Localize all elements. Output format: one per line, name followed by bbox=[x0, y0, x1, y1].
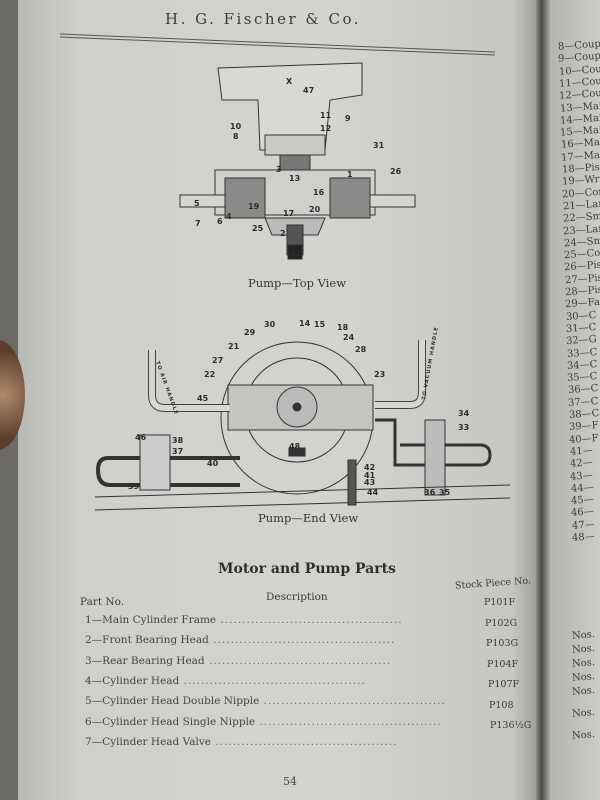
stock-piece-number: P101F bbox=[484, 597, 516, 608]
column-header-description: Description bbox=[266, 591, 328, 603]
callout-number: 40 bbox=[207, 459, 219, 468]
callout-number: 43 bbox=[364, 478, 375, 487]
part-description: 3—Rear Bearing Head bbox=[85, 654, 205, 667]
callout-number: 27 bbox=[212, 356, 223, 365]
callout-number: X bbox=[286, 77, 293, 86]
callout-number: 16 bbox=[313, 188, 325, 197]
callout-number: 1 bbox=[347, 170, 353, 179]
stock-piece-number: P102G bbox=[485, 617, 518, 629]
part-description: 1—Main Cylinder Frame bbox=[85, 614, 217, 626]
callout-number: 22 bbox=[204, 370, 215, 379]
leader-dots: ........................................… bbox=[211, 735, 398, 748]
part-description: 7—Cylinder Head Valve bbox=[85, 735, 211, 748]
stock-piece-number: P103G bbox=[486, 638, 519, 649]
callout-number: 20 bbox=[309, 205, 321, 214]
callout-number: 19 bbox=[248, 202, 260, 211]
parts-list-row: 3—Rear Bearing Head ....................… bbox=[85, 655, 391, 667]
leader-dots: ........................................… bbox=[179, 674, 366, 687]
callout-number: 42 bbox=[364, 463, 375, 472]
callout-number: 38 bbox=[172, 436, 184, 445]
page-header: H. G. Fischer & Co. bbox=[165, 10, 362, 28]
callout-number: 15 bbox=[314, 320, 326, 329]
callout-number: 31 bbox=[373, 141, 385, 150]
callout-number: 14 bbox=[299, 319, 311, 328]
pump-top-view-drawing bbox=[179, 62, 416, 260]
callout-number: 4 bbox=[226, 212, 232, 221]
callout-number: 3 bbox=[276, 165, 282, 174]
callout-number: 46 bbox=[135, 433, 147, 442]
header-rule bbox=[59, 33, 496, 53]
parts-list-row: 6—Cylinder Head Single Nipple ..........… bbox=[85, 716, 442, 728]
callout-number: 29 bbox=[244, 328, 256, 337]
leader-dots: ........................................… bbox=[208, 634, 396, 647]
book-gutter bbox=[536, 0, 550, 800]
callout-number: 11 bbox=[320, 111, 332, 120]
callout-number: 39 bbox=[128, 482, 140, 491]
column-header-part-no: Part No. bbox=[80, 596, 125, 608]
parts-list-title: Motor and Pump Parts bbox=[218, 561, 396, 577]
pump-end-view-drawing bbox=[94, 340, 511, 511]
stock-piece-number: P136½G bbox=[490, 720, 532, 731]
callout-number: 7 bbox=[195, 219, 201, 228]
callout-number: 30 bbox=[264, 320, 276, 329]
parts-list-row: 4—Cylinder Head ........................… bbox=[85, 675, 366, 687]
callout-number: 24 bbox=[343, 333, 355, 342]
parts-list-row: 1—Main Cylinder Frame ..................… bbox=[85, 614, 403, 626]
leader-dots: ........................................… bbox=[204, 654, 392, 667]
callout-number: 21 bbox=[228, 342, 240, 351]
callout-number: 12 bbox=[320, 124, 331, 133]
callout-number: 9 bbox=[345, 114, 351, 123]
callout-number: 34 bbox=[458, 409, 470, 418]
parts-list-row: 7—Cylinder Head Valve ..................… bbox=[85, 736, 398, 748]
parts-list-row: 5—Cylinder Head Double Nipple ..........… bbox=[85, 695, 446, 707]
callout-number: 23 bbox=[374, 370, 385, 379]
leader-dots: ........................................… bbox=[259, 695, 446, 708]
callout-number: 33 bbox=[458, 423, 469, 432]
callout-number: 32 bbox=[290, 249, 301, 258]
callout-number: 18 bbox=[337, 323, 349, 332]
callout-number: 37 bbox=[172, 447, 183, 456]
callout-number: 25 bbox=[252, 224, 264, 233]
end-view-caption: Pump—End View bbox=[258, 511, 358, 525]
parts-list-row: 2—Front Bearing Head ...................… bbox=[85, 634, 395, 646]
header-rule bbox=[59, 36, 496, 56]
stock-piece-number: P108 bbox=[489, 699, 514, 711]
callout-number: 10 bbox=[230, 122, 242, 131]
callout-number: 8 bbox=[233, 132, 239, 141]
top-view-caption: Pump—Top View bbox=[248, 276, 346, 290]
leader-dots: ........................................… bbox=[216, 614, 403, 626]
leader-dots: ........................................… bbox=[255, 715, 442, 728]
callout-number: 35 bbox=[439, 488, 451, 497]
callout-number: 48 bbox=[289, 442, 301, 451]
callout-number: 36 bbox=[424, 488, 436, 497]
part-description: 6—Cylinder Head Single Nipple bbox=[85, 715, 256, 728]
callout-number: 26 bbox=[390, 167, 402, 176]
part-description: 2—Front Bearing Head bbox=[85, 634, 209, 647]
callout-number: 6 bbox=[217, 217, 223, 226]
part-description: 4—Cylinder Head bbox=[85, 674, 180, 687]
callout-number: 17 bbox=[283, 209, 294, 218]
callout-number: 44 bbox=[367, 488, 379, 497]
callout-number: 41 bbox=[364, 471, 376, 480]
callout-number: 2 bbox=[280, 229, 286, 238]
stock-piece-number: P104F bbox=[487, 658, 519, 670]
page-number: 54 bbox=[283, 775, 297, 788]
callout-number: 28 bbox=[355, 345, 367, 354]
part-description: 5—Cylinder Head Double Nipple bbox=[85, 695, 260, 708]
stock-piece-number: P107F bbox=[488, 679, 520, 690]
callout-number: 45 bbox=[197, 394, 209, 403]
callout-number: 5 bbox=[194, 199, 200, 208]
callout-number: 13 bbox=[289, 174, 300, 183]
callout-number: 47 bbox=[303, 86, 314, 95]
